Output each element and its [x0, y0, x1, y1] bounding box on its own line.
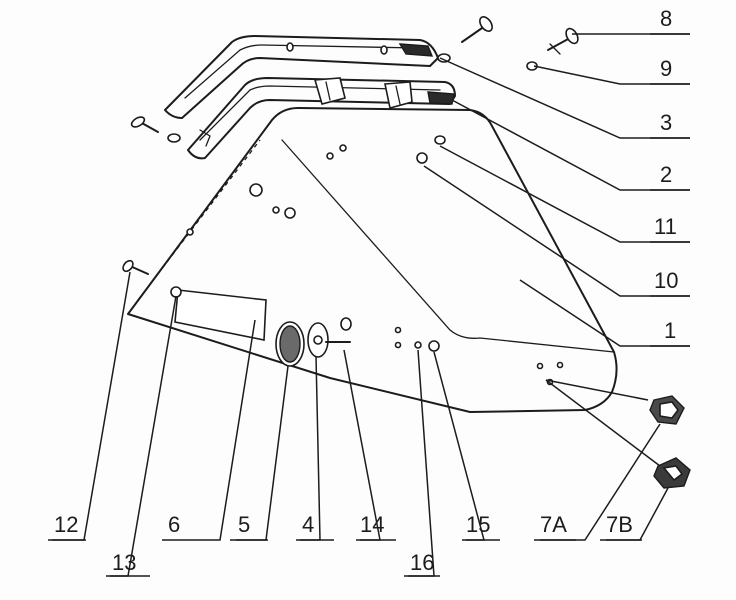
reflector-assembly — [275, 317, 352, 367]
callout-7A: 7A — [540, 512, 567, 537]
callout-2: 2 — [660, 162, 672, 187]
callout-4: 4 — [302, 512, 314, 537]
rail-clips — [313, 77, 413, 109]
callout-1: 1 — [664, 318, 676, 343]
top-bracket — [164, 35, 439, 119]
callout-7B: 7B — [606, 512, 633, 537]
cover-hardware — [170, 144, 564, 386]
callout-3: 3 — [660, 110, 672, 135]
callout-5: 5 — [238, 512, 250, 537]
callout-12: 12 — [54, 512, 78, 537]
label-underlines — [48, 33, 690, 577]
callout-labels: 8 9 3 2 11 10 1 7A 7B 12 13 6 5 4 14 16 … — [54, 6, 678, 575]
callout-14: 14 — [360, 512, 384, 537]
callout-6: 6 — [168, 512, 180, 537]
callout-16: 16 — [410, 550, 434, 575]
callout-10: 10 — [654, 268, 678, 293]
screws-and-washers — [122, 16, 579, 275]
callout-11: 11 — [654, 214, 677, 239]
callout-15: 15 — [466, 512, 490, 537]
callout-8: 8 — [660, 6, 672, 31]
leader-lines — [52, 33, 690, 577]
end-caps — [649, 395, 691, 489]
callout-9: 9 — [660, 56, 672, 81]
main-cover-panel — [127, 107, 618, 413]
callout-13: 13 — [112, 550, 136, 575]
